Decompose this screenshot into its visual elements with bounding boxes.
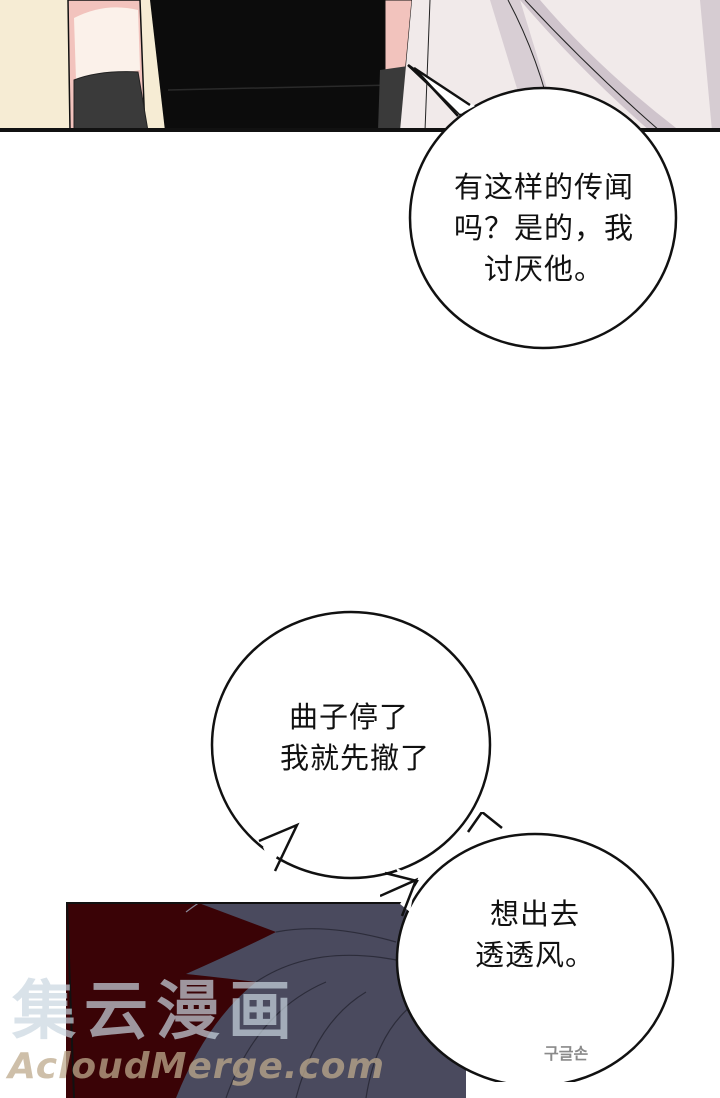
watermark-site: AcloudMerge.com [8,1046,386,1087]
bottom-panel [66,902,466,1098]
speech-bubble-3 [380,812,675,1082]
bubble-3-text: 想出去 透透风。 [450,894,620,976]
bottom-panel-art [66,902,466,1098]
bubble-1-text: 有这样的传闻 吗？是的，我 讨厌他。 [428,167,660,290]
speech-bubble-1 [407,63,678,350]
bubble-3-line-1: 想出去 [489,897,580,931]
watermark-logo: 集云漫画 [12,975,300,1049]
top-panel [0,0,720,131]
bubble-2-line-1: 曲子停了 [288,700,409,734]
bubble-2-text: 曲子停了 我就先撤了 [250,697,460,779]
top-panel-border [0,128,720,132]
bubble-1-line-1: 有这样的传闻 [453,170,634,204]
bubble-1-line-3: 讨厌他。 [483,252,604,286]
bubble-3-line-2: 透透风。 [474,938,595,972]
bubble-1-line-2: 吗？是的，我 [453,211,634,245]
top-panel-art [0,0,720,131]
bubble-2-line-2: 我就先撤了 [279,741,430,775]
watermark-signature: 구글손 [544,1044,589,1063]
